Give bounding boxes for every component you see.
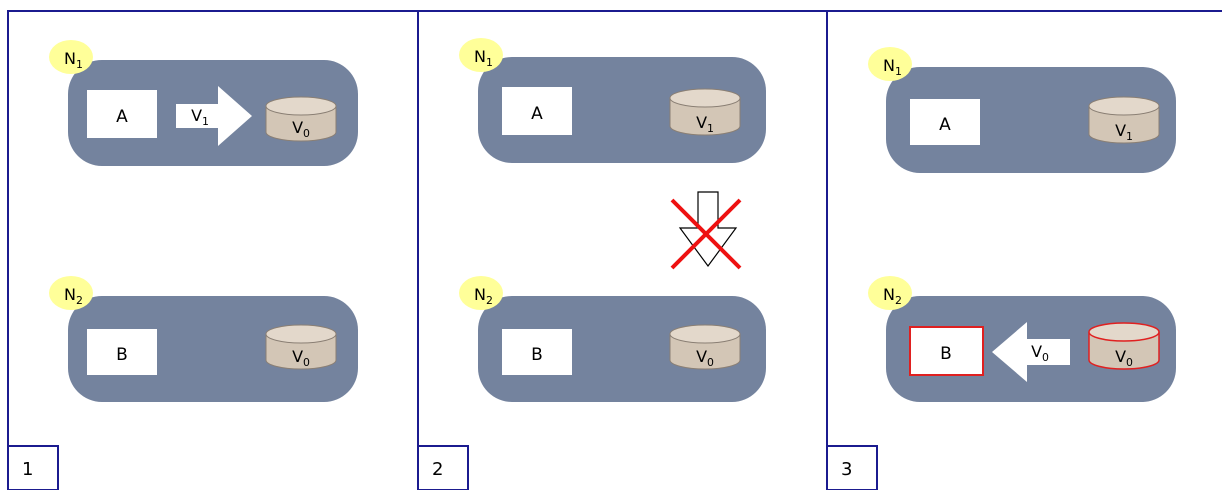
svg-text:B: B: [940, 344, 952, 364]
svg-text:2: 2: [432, 459, 443, 480]
panel-2: N1 A V1 N2 B: [459, 38, 766, 402]
node-1: N1 A V1: [459, 38, 766, 163]
svg-text:N1: N1: [64, 49, 83, 71]
panel-number-1: 1: [7, 445, 59, 490]
app-box: A: [502, 87, 572, 135]
svg-text:N2: N2: [883, 285, 902, 307]
svg-text:A: A: [939, 115, 951, 135]
panel-3: N1 A V1 N2 B V0: [868, 47, 1176, 402]
svg-text:V0: V0: [292, 118, 310, 140]
volume-cylinder: V1: [669, 88, 741, 136]
volume-cylinder: V0: [265, 96, 337, 142]
volume-cylinder: V0: [669, 324, 741, 370]
node-badge: N2: [868, 276, 912, 310]
volume-cylinder-highlighted: V0: [1088, 322, 1160, 370]
node-badge: N1: [49, 40, 93, 74]
svg-text:N1: N1: [883, 56, 902, 78]
svg-text:3: 3: [841, 459, 852, 480]
panel-1: N1 A V1 V0 N2: [49, 40, 358, 402]
replication-arrow-right: V1: [176, 86, 252, 146]
app-box-highlighted: B: [909, 326, 984, 376]
node-badge: N2: [49, 276, 93, 310]
svg-text:B: B: [531, 345, 543, 365]
node-container: [68, 296, 358, 402]
svg-text:A: A: [531, 104, 543, 124]
volume-cylinder: V1: [1088, 96, 1160, 144]
svg-text:N2: N2: [474, 285, 493, 307]
svg-text:V0: V0: [292, 347, 310, 369]
app-box: A: [910, 99, 980, 145]
panel-borders: [7, 10, 1222, 490]
node-badge: N1: [459, 38, 503, 72]
node-badge: N1: [868, 47, 912, 81]
panel-number-3: 3: [826, 445, 878, 490]
svg-text:N2: N2: [64, 285, 83, 307]
restore-arrow-left: V0: [992, 322, 1070, 382]
volume-cylinder: V0: [265, 324, 337, 370]
node-2: N2 B V0 V0: [868, 276, 1176, 402]
node-container: [478, 57, 766, 163]
node-2: N2 B V0: [49, 276, 358, 402]
svg-text:V0: V0: [1115, 347, 1133, 369]
svg-text:A: A: [116, 107, 128, 127]
panel-number-2: 2: [417, 445, 469, 490]
node-container: [886, 67, 1176, 173]
svg-text:N1: N1: [474, 47, 493, 69]
node-1: N1 A V1 V0: [49, 40, 358, 166]
svg-text:V0: V0: [696, 347, 714, 369]
svg-text:B: B: [116, 345, 128, 365]
svg-text:V0: V0: [1031, 342, 1049, 364]
blocked-replication-icon: [670, 191, 742, 270]
node-container: [478, 296, 766, 402]
node-badge: N2: [459, 276, 503, 310]
svg-text:V1: V1: [191, 106, 209, 128]
svg-text:V1: V1: [696, 113, 714, 135]
node-2: N2 B V0: [459, 276, 766, 402]
app-box: B: [87, 329, 157, 375]
svg-text:1: 1: [22, 459, 33, 480]
node-1: N1 A V1: [868, 47, 1176, 173]
app-box: A: [87, 90, 157, 138]
svg-text:V1: V1: [1115, 121, 1133, 143]
app-box: B: [502, 329, 572, 375]
